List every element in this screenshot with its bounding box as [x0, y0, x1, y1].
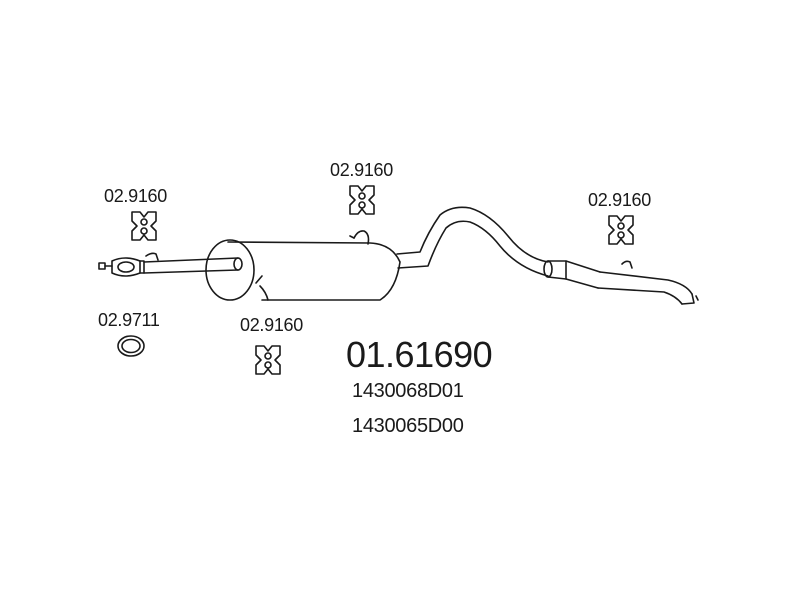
hanger-lower-label: 02.9160: [240, 315, 303, 335]
gasket-ring-icon: [117, 335, 145, 357]
front-flange: [98, 257, 145, 277]
muffler: [205, 239, 401, 301]
muffler-hook: [349, 230, 370, 245]
oem-number-2: 1430065D00: [352, 415, 464, 437]
part-number: 01.61690: [346, 334, 493, 375]
hanger-middle-icon: [349, 185, 375, 215]
hanger-lower-icon: [255, 345, 281, 375]
hanger-front-icon: [131, 211, 157, 241]
hanger-rear-icon: [608, 215, 634, 245]
tail-pipe: [597, 260, 699, 305]
rear-silencer: [543, 260, 601, 289]
hanger-front-label: 02.9160: [104, 186, 167, 206]
front-pipe: [143, 252, 243, 274]
rear-pipe: [396, 206, 549, 277]
hanger-middle-label: 02.9160: [330, 160, 393, 180]
hanger-rear-label: 02.9160: [588, 190, 651, 210]
oem-number-1: 1430068D01: [352, 380, 464, 402]
gasket-ring-label: 02.9711: [98, 310, 160, 330]
